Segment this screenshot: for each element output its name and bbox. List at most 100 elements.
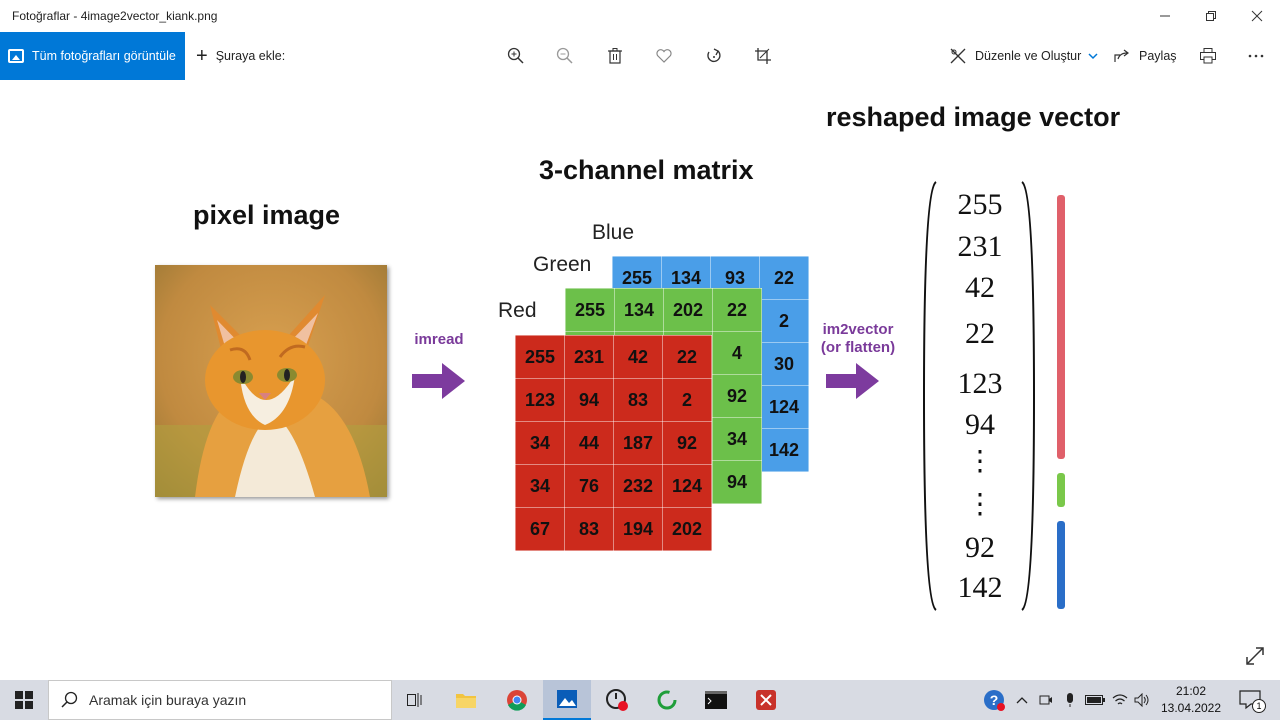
matrix-cell: 92 bbox=[662, 421, 712, 465]
show-hidden-icons-button[interactable] bbox=[1010, 680, 1034, 720]
taskbar-screen-recorder[interactable] bbox=[593, 680, 641, 720]
taskbar-photos-app[interactable] bbox=[543, 680, 591, 720]
wifi-icon bbox=[1112, 694, 1128, 705]
vector-value: 42 bbox=[965, 271, 995, 304]
taskbar-chrome[interactable] bbox=[493, 680, 541, 720]
taskbar-terminal[interactable] bbox=[692, 680, 740, 720]
notification-count-badge: 1 bbox=[1252, 699, 1266, 713]
taskbar-app-red[interactable] bbox=[742, 680, 790, 720]
taskbar-search-box[interactable]: Aramak için buraya yazın bbox=[48, 680, 392, 720]
matrix-cell: 187 bbox=[613, 421, 663, 465]
add-to-button[interactable]: + Şuraya ekle: bbox=[196, 32, 285, 80]
matrix-cell: 142 bbox=[759, 428, 809, 472]
volume-button[interactable] bbox=[1130, 680, 1154, 720]
share-label: Paylaş bbox=[1139, 49, 1177, 63]
view-all-photos-button[interactable]: Tüm fotoğrafları görüntüle bbox=[0, 32, 185, 80]
svg-text:?: ? bbox=[990, 692, 999, 708]
start-button[interactable] bbox=[0, 680, 48, 720]
battery-button[interactable] bbox=[1082, 680, 1108, 720]
matrix-cell: 22 bbox=[759, 256, 809, 300]
matrix-cell: 134 bbox=[614, 288, 664, 332]
zoom-in-icon bbox=[507, 47, 524, 64]
vector-ellipsis: ⋮ bbox=[966, 446, 994, 477]
blue-channel-label: Blue bbox=[592, 221, 635, 244]
notification-center-button[interactable]: 1 bbox=[1228, 680, 1272, 720]
matrix-cell: 255 bbox=[565, 288, 615, 332]
green-channel-bar bbox=[1057, 473, 1065, 507]
chrome-icon bbox=[507, 690, 527, 711]
folder-icon bbox=[456, 694, 476, 708]
help-icon-button[interactable]: ? bbox=[970, 680, 1018, 720]
title-bar: Fotoğraflar - 4image2vector_kiank.png bbox=[0, 0, 1280, 32]
rotate-button[interactable] bbox=[699, 41, 729, 71]
meet-now-button[interactable] bbox=[1034, 680, 1058, 720]
battery-icon bbox=[1085, 695, 1105, 705]
window-title: Fotoğraflar - 4image2vector_kiank.png bbox=[12, 9, 218, 23]
app-red-icon bbox=[756, 690, 776, 710]
matrix-cell: 255 bbox=[515, 335, 565, 379]
volume-icon bbox=[1134, 693, 1149, 707]
restore-button[interactable] bbox=[1188, 0, 1234, 32]
crop-button[interactable] bbox=[748, 41, 778, 71]
recorder-icon bbox=[606, 689, 628, 711]
red-channel-bar bbox=[1057, 195, 1065, 459]
matrix-cell: 42 bbox=[613, 335, 663, 379]
vector-value: 231 bbox=[957, 230, 1003, 263]
matrix-title: 3-channel matrix bbox=[539, 155, 754, 185]
blue-channel-bar bbox=[1057, 521, 1065, 609]
taskbar-file-explorer[interactable] bbox=[442, 680, 490, 720]
taskbar: Aramak için buraya yazın ? bbox=[0, 680, 1280, 720]
wifi-button[interactable] bbox=[1108, 680, 1132, 720]
imread-label: imread bbox=[414, 331, 464, 348]
minimize-button[interactable] bbox=[1142, 0, 1188, 32]
task-view-icon bbox=[407, 693, 422, 707]
matrix-cell: 123 bbox=[515, 378, 565, 422]
vector-title: reshaped image vector bbox=[826, 102, 1121, 132]
share-icon bbox=[1114, 49, 1129, 62]
green-channel-label: Green bbox=[533, 253, 592, 276]
zoom-out-icon bbox=[556, 47, 573, 64]
zoom-in-button[interactable] bbox=[501, 41, 531, 71]
zoom-out-button[interactable] bbox=[550, 41, 580, 71]
more-options-button[interactable] bbox=[1241, 41, 1271, 71]
edit-create-button[interactable]: Düzenle ve Oluştur bbox=[949, 32, 1098, 80]
toolbar: Tüm fotoğrafları görüntüle + Şuraya ekle… bbox=[0, 32, 1280, 80]
search-icon bbox=[61, 691, 78, 708]
windows-icon bbox=[15, 691, 33, 709]
add-to-label: Şuraya ekle: bbox=[215, 49, 286, 63]
rotate-icon bbox=[707, 48, 721, 63]
search-placeholder: Aramak için buraya yazın bbox=[89, 692, 247, 708]
matrix-cell: 83 bbox=[564, 507, 614, 551]
microphone-button[interactable] bbox=[1058, 680, 1082, 720]
print-button[interactable] bbox=[1193, 41, 1223, 71]
arrow-right-icon bbox=[412, 363, 465, 399]
restore-icon bbox=[1206, 11, 1216, 21]
matrix-cell: 34 bbox=[712, 417, 762, 461]
cat-photo bbox=[155, 265, 387, 497]
vector-value: 22 bbox=[965, 317, 995, 350]
photo-viewer-canvas: pixel image 3-channel matrix reshaped im… bbox=[0, 80, 1280, 680]
vector-value: 142 bbox=[957, 571, 1003, 604]
favorite-button[interactable] bbox=[649, 41, 679, 71]
crop-icon bbox=[755, 48, 771, 64]
matrix-cell: 231 bbox=[564, 335, 614, 379]
delete-button[interactable] bbox=[600, 41, 630, 71]
matrix-cell: 67 bbox=[515, 507, 565, 551]
matrix-cell: 76 bbox=[564, 464, 614, 508]
close-button[interactable] bbox=[1234, 0, 1280, 32]
taskbar-clock[interactable]: 21:02 13.04.2022 bbox=[1156, 683, 1226, 717]
vector-value: 123 bbox=[957, 367, 1003, 400]
fullscreen-icon[interactable] bbox=[1245, 646, 1265, 666]
vector-value: 92 bbox=[965, 531, 995, 564]
clock-date: 13.04.2022 bbox=[1160, 701, 1222, 715]
plus-icon: + bbox=[196, 44, 208, 67]
edit-create-label: Düzenle ve Oluştur bbox=[975, 49, 1082, 63]
taskbar-app-green[interactable] bbox=[643, 680, 691, 720]
share-button[interactable]: Paylaş bbox=[1113, 32, 1177, 80]
heart-icon bbox=[656, 49, 672, 63]
task-view-button[interactable] bbox=[392, 680, 440, 720]
vector-value: 94 bbox=[965, 408, 995, 441]
